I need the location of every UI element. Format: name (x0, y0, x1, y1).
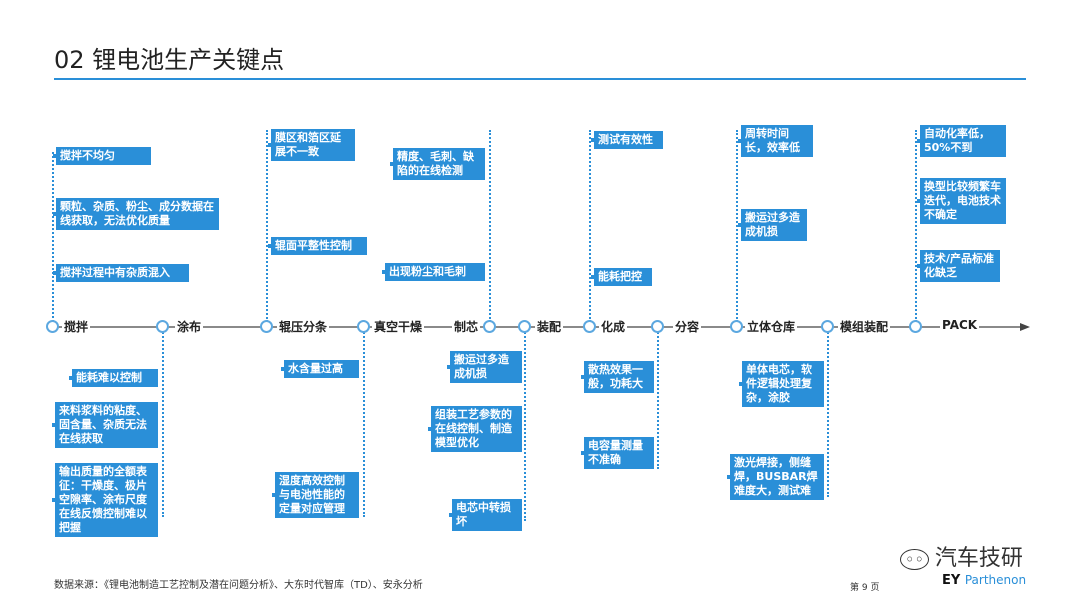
issue-box: 湿度高效控制与电池性能的定量对应管理 (272, 472, 359, 518)
connector-pack (915, 130, 917, 322)
stage-label: 辊压分条 (277, 318, 330, 335)
connector-formation (589, 130, 591, 322)
connector-winding (489, 130, 491, 322)
stage-label: 立体仓库 (745, 318, 798, 335)
issue-box: 颗粒、杂质、粉尘、成分数据在线获取，无法优化质量 (53, 198, 219, 230)
issue-box: 搅拌不均匀 (53, 147, 151, 165)
issue-box: 搬运过多造成机损 (738, 209, 807, 241)
brand-sub: Parthenon (964, 573, 1027, 587)
issue-box: 来料浆料的粘度、固含量、杂质无法在线获取 (52, 402, 158, 448)
connector-assembly (524, 329, 526, 521)
issue-box: 搅拌过程中有杂质混入 (53, 264, 189, 282)
page-title: 02 锂电池生产关键点 (54, 46, 285, 74)
watermark-text: 汽车技研 (934, 546, 1023, 571)
timeline-arrow (1020, 323, 1030, 331)
watermark: ◦◦汽车技研 (900, 540, 1023, 572)
title-underline (54, 78, 1026, 80)
issue-box: 技术/产品标准化缺乏 (917, 250, 1000, 282)
node-grading (651, 320, 664, 333)
issue-box: 辊面平整性控制 (268, 237, 367, 255)
node-assembly (518, 320, 531, 333)
source-note: 数据来源：《锂电池制造工艺控制及潜在问题分析》、大东时代智库（TD）、安永分析 (54, 580, 423, 591)
brand-name: EY (942, 573, 961, 588)
node-rolling (260, 320, 273, 333)
connector-drying (363, 329, 365, 517)
connector-rolling (266, 130, 268, 322)
issue-box: 水含量过高 (281, 360, 359, 378)
connector-module (827, 329, 829, 497)
node-warehouse (730, 320, 743, 333)
stage-label: PACK (940, 318, 980, 332)
connector-mixing (52, 152, 54, 322)
connector-grading (657, 329, 659, 469)
node-coating (156, 320, 169, 333)
stage-label: 分容 (673, 318, 702, 335)
connector-warehouse (736, 130, 738, 322)
issue-box: 换型比较频繁车迭代，电池技术不确定 (917, 178, 1006, 224)
node-module (821, 320, 834, 333)
issue-box: 出现粉尘和毛刺 (382, 263, 485, 281)
issue-box: 周转时间长，效率低 (738, 125, 813, 157)
issue-box: 能耗难以控制 (69, 369, 158, 387)
issue-box: 组装工艺参数的在线控制、制造模型优化 (428, 406, 522, 452)
node-winding (483, 320, 496, 333)
wechat-icon: ◦◦ (900, 549, 929, 570)
issue-box: 激光焊接，侧缝焊，BUSBAR焊难度大，测试难 (727, 454, 824, 500)
stage-label: 真空干燥 (372, 318, 425, 335)
stage-label: 涂布 (175, 318, 204, 335)
issue-box: 电芯中转损坏 (449, 499, 522, 531)
issue-box: 搬运过多造成机损 (447, 351, 522, 383)
issue-box: 单体电芯，软件逻辑处理复杂，涂胶 (739, 361, 824, 407)
stage-label: 制芯 (452, 318, 481, 335)
issue-box: 电容量测量不准确 (581, 437, 654, 469)
issue-box: 精度、毛刺、缺陷的在线检测 (390, 148, 485, 180)
node-pack (909, 320, 922, 333)
issue-box: 输出质量的全额表征：干燥度、极片空隙率、涂布尺度在线反馈控制难以把握 (52, 463, 158, 537)
issue-box: 自动化率低，50%不到 (917, 125, 1006, 157)
node-formation (583, 320, 596, 333)
stage-label: 化成 (599, 318, 628, 335)
stage-label: 模组装配 (838, 318, 891, 335)
brand-logo: EY Parthenon (942, 573, 1026, 588)
node-drying (357, 320, 370, 333)
issue-box: 散热效果一般，功耗大 (581, 361, 654, 393)
page-number: 第 9 页 (850, 583, 880, 593)
connector-coating (162, 329, 164, 517)
stage-label: 装配 (535, 318, 564, 335)
issue-box: 膜区和箔区延展不一致 (268, 129, 355, 161)
node-mixing (46, 320, 59, 333)
issue-box: 测试有效性 (591, 131, 663, 149)
stage-label: 搅拌 (62, 318, 91, 335)
issue-box: 能耗把控 (591, 268, 652, 286)
